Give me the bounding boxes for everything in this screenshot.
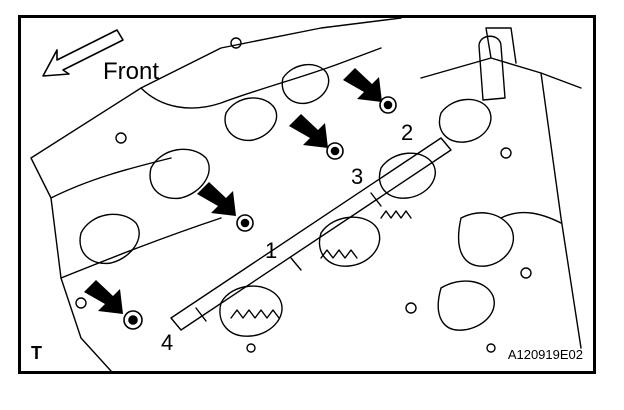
pointer-arrow-icon	[343, 68, 382, 102]
intake-port-right-1	[219, 285, 283, 337]
intake-port-right-4	[438, 98, 492, 143]
bolt-3	[326, 142, 344, 160]
figure-id: A120919E02	[507, 347, 583, 362]
front-arrow-icon	[42, 29, 124, 77]
fuel-delivery-pipe	[170, 137, 452, 331]
bolt-number-2: 2	[401, 120, 414, 145]
pointer-arrow-icon	[289, 114, 328, 148]
intake-port-right-3	[378, 152, 436, 199]
bolt-1	[236, 214, 254, 232]
pointer-arrow-icon	[197, 182, 236, 216]
front-direction-label: Front	[103, 58, 160, 85]
bolt-4	[123, 310, 143, 330]
intake-port-left-3	[224, 97, 278, 142]
illustration-frame: Front 1 2 3 4 T A120919E02	[18, 15, 596, 374]
intake-manifold-illustration	[30, 18, 582, 371]
intake-port-left-2	[149, 148, 210, 200]
bolt-number-4: 4	[161, 330, 174, 355]
corner-mark: T	[31, 343, 42, 363]
intake-port-left-4	[281, 63, 330, 105]
pointer-arrow-icon	[84, 280, 123, 314]
bolt-number-3: 3	[351, 164, 364, 189]
intake-port-left-1	[79, 213, 140, 265]
intake-port-right-2	[318, 216, 381, 267]
bolt-number-1: 1	[265, 238, 278, 263]
bolt-2	[379, 96, 397, 114]
